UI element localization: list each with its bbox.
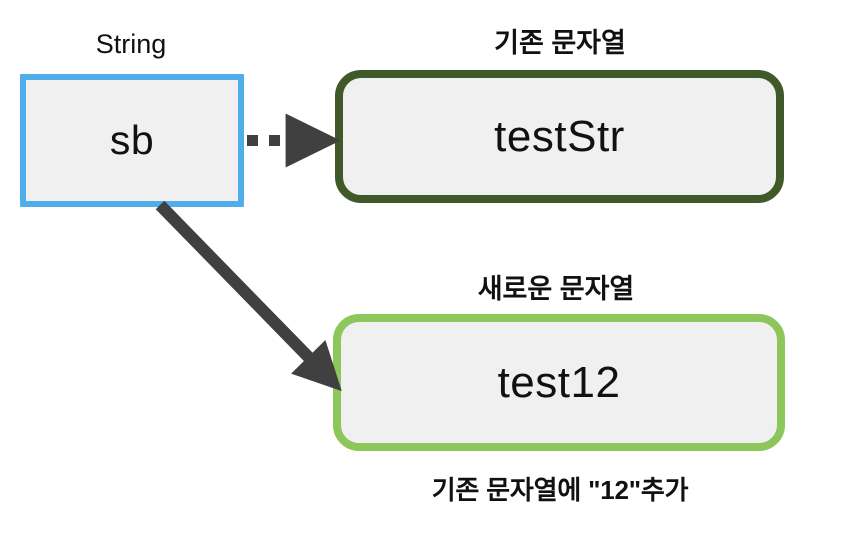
new-string-box-note: 기존 문자열에 "12"추가 xyxy=(431,475,689,505)
solid-reference-arrow xyxy=(155,200,342,392)
variable-box-value: sb xyxy=(109,117,155,163)
variable-box-caption: String xyxy=(95,29,167,59)
variable-box[interactable]: sb xyxy=(20,74,244,207)
old-string-box[interactable]: testStr xyxy=(335,70,784,203)
old-string-box-caption: 기존 문자열 xyxy=(494,28,626,58)
new-string-box-caption: 새로운 문자열 xyxy=(477,274,635,304)
new-string-box-value: test12 xyxy=(497,357,621,407)
old-string-box-value: testStr xyxy=(494,111,625,161)
new-string-box[interactable]: test12 xyxy=(333,314,785,451)
